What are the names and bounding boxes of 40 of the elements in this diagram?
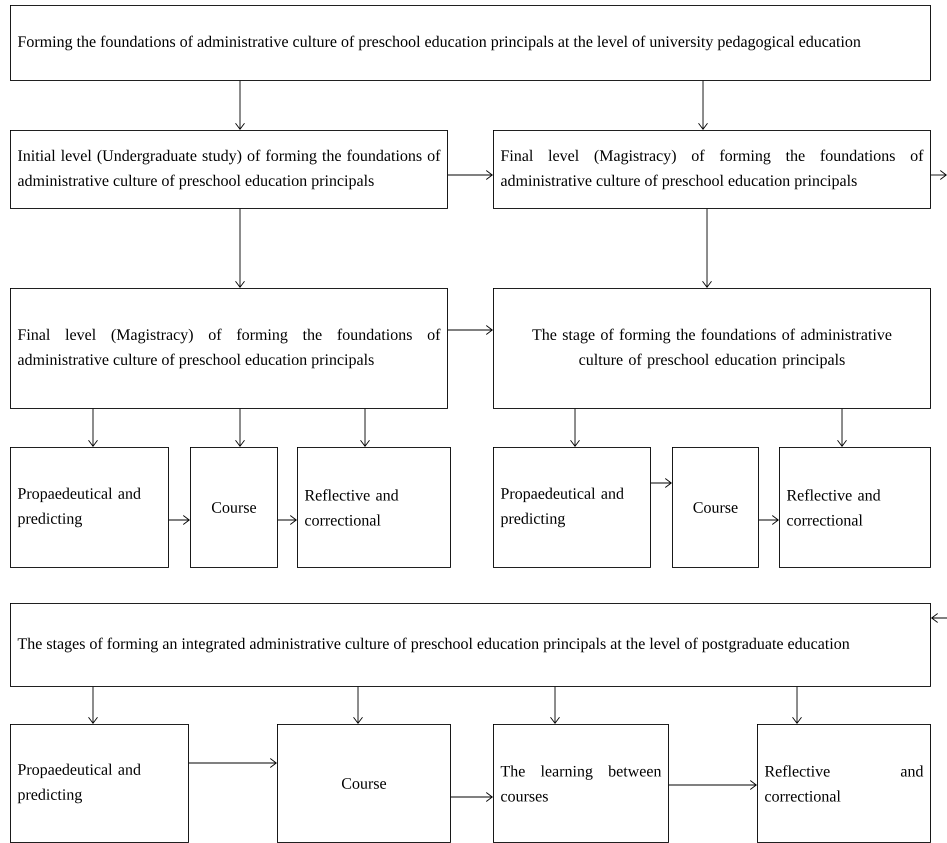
arrow: [792, 686, 802, 724]
arrow: [550, 686, 560, 724]
arrow: [168, 515, 190, 525]
arrow: [930, 170, 947, 180]
arrow: [698, 80, 708, 130]
arrow: [837, 408, 847, 447]
arrow: [235, 208, 245, 288]
process-box: Course: [277, 724, 451, 843]
arrow: [360, 408, 370, 447]
process-box: The learning between courses: [493, 724, 669, 843]
arrow: [930, 613, 947, 623]
process-box: Reflective and correctional: [779, 447, 931, 568]
arrow: [88, 408, 98, 447]
arrow: [235, 408, 245, 447]
arrow: [450, 792, 493, 802]
arrow: [570, 408, 580, 447]
process-box: Propaedeutical and predicting: [10, 724, 189, 843]
process-box: Course: [190, 447, 278, 568]
process-box: Course: [672, 447, 759, 568]
process-box: Final level (Magistracy) of forming the foundations of administrative culture of preschool education principals: [10, 288, 448, 409]
arrow: [447, 325, 493, 335]
process-box: Final level (Magistracy) of forming the foundations of administrative culture of preschool education principals: [493, 130, 931, 209]
process-box: The stages of forming an integrated administrative culture of preschool education principals at the level of postgraduate education: [10, 603, 931, 687]
process-box: Initial level (Undergraduate study) of forming the foundations of administrative culture of preschool education principals: [10, 130, 448, 209]
process-box: Reflective and correctional: [757, 724, 931, 843]
process-box: Forming the foundations of administrative culture of preschool education principals at the level of university pedagogical education: [10, 5, 931, 81]
arrow: [353, 686, 363, 724]
process-box: The stage of forming the foundations of administrative culture of preschool education principals: [493, 288, 931, 409]
process-box: Propaedeutical and predicting: [493, 447, 651, 568]
arrow: [88, 686, 98, 724]
arrow: [758, 515, 779, 525]
arrow: [447, 170, 493, 180]
arrow: [702, 208, 712, 288]
process-box: Propaedeutical and predicting: [10, 447, 169, 568]
process-box: Reflective and correctional: [297, 447, 451, 568]
arrow: [650, 478, 672, 488]
arrow: [277, 515, 297, 525]
arrow: [235, 80, 245, 130]
arrow: [668, 780, 757, 790]
arrow: [188, 758, 277, 768]
